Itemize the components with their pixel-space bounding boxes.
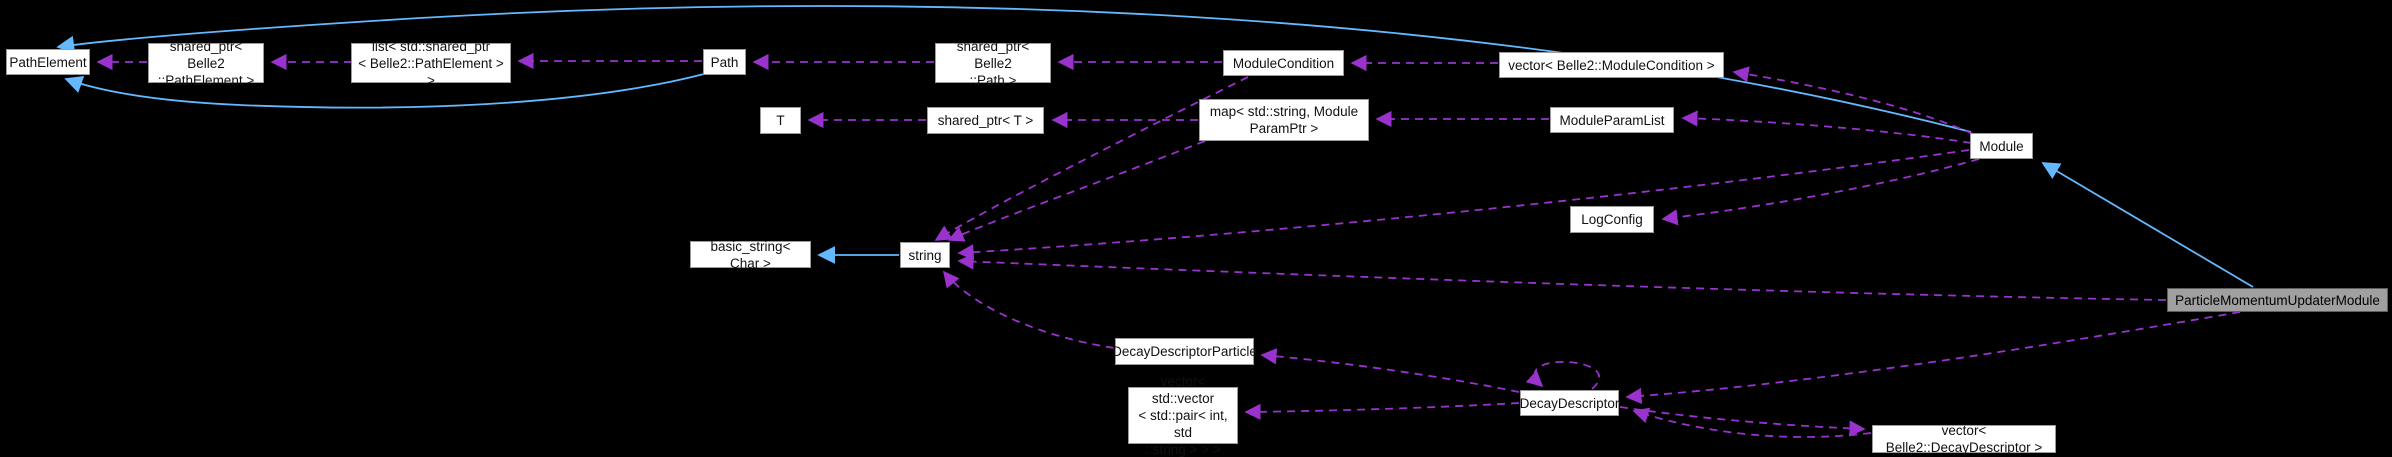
- edge-path-inherits-pathelement: [64, 73, 705, 109]
- node-particlemomentumupdatermodule: ParticleMomentumUpdaterModule: [2167, 288, 2388, 312]
- node-basicstring-char[interactable]: basic_string< Char >: [690, 239, 811, 271]
- node-vector-modulecondition[interactable]: vector< Belle2::ModuleCondition >: [1499, 52, 1724, 78]
- edge-dd-to-vectordd: [1619, 406, 1866, 437]
- node-sharedptr-pathelement[interactable]: shared_ptr< Belle2 ::PathElement >: [148, 39, 264, 88]
- node-pathelement[interactable]: PathElement: [6, 49, 90, 75]
- edge-dd-self-loop: [1525, 361, 1601, 390]
- node-moduleparamlist[interactable]: ModuleParamList: [1550, 107, 1674, 133]
- node-decaydescriptor[interactable]: DecayDescriptor: [1520, 390, 1619, 416]
- edge-map-to-string: [947, 140, 1206, 242]
- edge-module-to-logconfig: [1661, 158, 1980, 226]
- node-module[interactable]: Module: [1970, 133, 2033, 159]
- node-vector-pair-int-string[interactable]: vector< std::vector < std::pair< int, st…: [1128, 374, 1238, 457]
- edge-dd-to-vectorpair: [1244, 402, 1520, 420]
- node-sharedptr-t[interactable]: shared_ptr< T >: [927, 107, 1044, 134]
- node-list-sharedptr-pathelement[interactable]: list< std::shared_ptr < Belle2::PathElem…: [351, 39, 511, 88]
- node-decaydescriptorparticle[interactable]: DecayDescriptorParticle: [1112, 338, 1257, 365]
- node-string[interactable]: string: [900, 242, 950, 268]
- edge-module-to-string: [957, 149, 1970, 261]
- node-path[interactable]: Path: [703, 49, 746, 75]
- edge-modulecondition-to-string: [934, 76, 1249, 241]
- edge-pmum-inherits-module: [2041, 162, 2254, 288]
- node-t[interactable]: T: [760, 107, 801, 134]
- edge-vectordd-to-dd: [1632, 407, 1872, 438]
- edge-module-to-vectormc: [1732, 66, 1974, 135]
- edge-dd-to-ddp: [1260, 348, 1520, 393]
- edge-module-to-moduleparamlist: [1681, 110, 1972, 144]
- node-modulecondition[interactable]: ModuleCondition: [1223, 50, 1344, 76]
- edge-pmum-to-string: [957, 253, 2167, 301]
- node-vector-decaydescriptor[interactable]: vector< Belle2::DecayDescriptor >: [1872, 423, 2056, 455]
- edge-pmum-to-dd: [1625, 311, 2241, 405]
- node-logconfig[interactable]: LogConfig: [1570, 206, 1654, 233]
- edge-ddp-to-string: [942, 270, 1115, 349]
- node-sharedptr-path[interactable]: shared_ptr< Belle2 ::Path >: [935, 39, 1051, 88]
- node-map-moduleparamptr[interactable]: map< std::string, Module ParamPtr >: [1199, 99, 1369, 141]
